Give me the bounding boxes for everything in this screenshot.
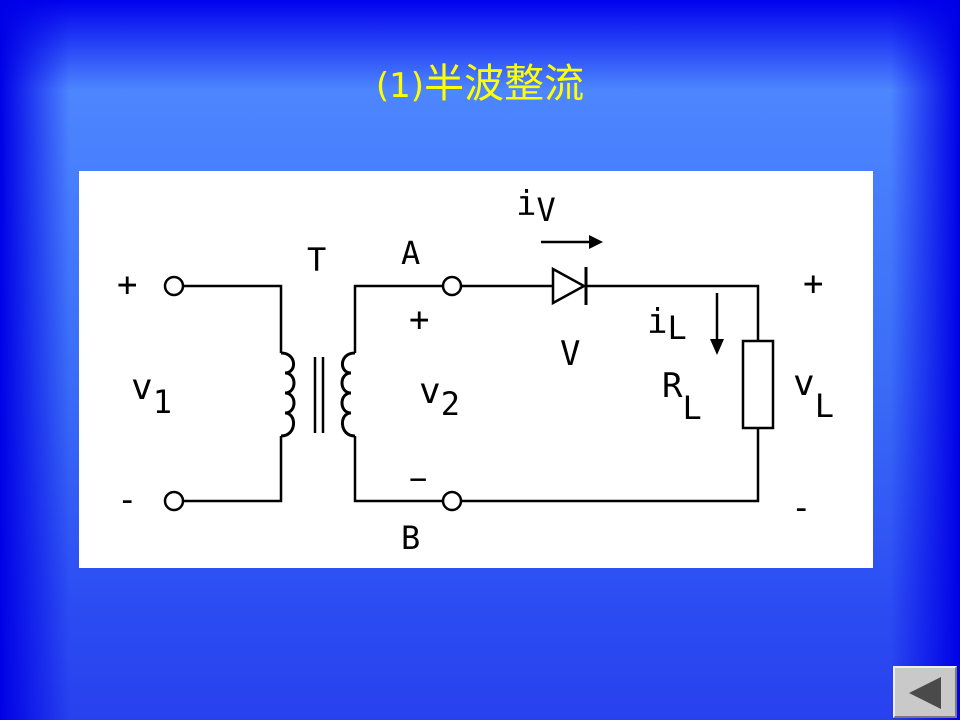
wire-primary-top (183, 284, 283, 353)
vl-label: vL (793, 363, 834, 425)
v1-label: v1 (131, 367, 172, 421)
wire-diode-to-load (587, 284, 760, 341)
input-plus-label: + (117, 265, 137, 305)
rl-sub: L (682, 389, 701, 427)
back-button[interactable] (893, 666, 957, 718)
il-arrow (710, 293, 724, 355)
v2-main: v (419, 371, 441, 412)
rl-label: RL (662, 366, 702, 427)
node-a-label: A (401, 234, 420, 272)
v2-sub: 2 (441, 385, 460, 423)
left-triangle-icon (909, 677, 941, 709)
output-minus-label: - (791, 488, 811, 528)
secondary-minus-label: − (409, 462, 427, 497)
load-resistor (741, 339, 775, 430)
output-plus-label: + (803, 264, 823, 304)
secondary-plus-label: + (409, 300, 429, 340)
input-minus-label: - (117, 480, 137, 520)
node-b-label: B (401, 519, 420, 557)
half-wave-rectifier-diagram: + - v1 T A + v2 − B iV V iL RL vL + - (117, 184, 834, 557)
terminal-input-minus (163, 490, 185, 512)
wire-secondary-bottom (353, 436, 443, 503)
circuit-panel: + - v1 T A + v2 − B iV V iL RL vL + - (79, 171, 873, 568)
wire-primary-bottom (183, 436, 283, 503)
primary-coil (280, 351, 296, 438)
title-text: 半波整流 (424, 61, 585, 107)
terminal-b (441, 490, 463, 512)
iv-arrow (541, 235, 603, 249)
il-sub: L (667, 309, 686, 347)
transformer-label: T (307, 241, 326, 279)
wire-secondary-top (353, 284, 443, 353)
v1-sub: 1 (153, 383, 172, 421)
terminal-input-plus (163, 275, 185, 297)
title-number: (1) (375, 66, 425, 106)
v1-main: v (131, 367, 153, 408)
iv-label: iV (516, 184, 556, 229)
il-main: i (647, 302, 667, 342)
diode-label: V (560, 334, 580, 374)
diode-symbol (551, 266, 588, 306)
v2-label: v2 (419, 371, 460, 423)
terminal-a (441, 275, 463, 297)
secondary-coil (340, 351, 356, 438)
vl-main: v (793, 363, 815, 404)
iv-sub: V (536, 191, 555, 229)
iv-main: i (516, 184, 536, 224)
vl-sub: L (815, 387, 834, 425)
circuit-wires (183, 284, 760, 503)
wire-return (461, 428, 760, 503)
slide-title: (1)半波整流 (0, 58, 960, 112)
il-label: iL (647, 302, 687, 347)
rl-main: R (662, 366, 683, 406)
